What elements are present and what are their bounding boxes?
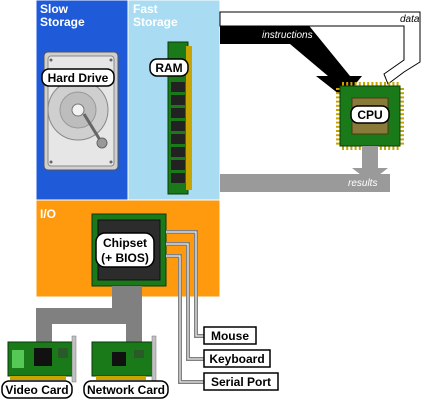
serial-port-label: Serial Port bbox=[211, 375, 271, 389]
cpu-pin bbox=[398, 142, 404, 145]
video-card-label: Video Card bbox=[5, 383, 68, 397]
cpu-pin bbox=[396, 144, 399, 150]
ram-chip bbox=[171, 173, 185, 183]
chipset-pill bbox=[95, 232, 155, 268]
cpu-pin bbox=[336, 100, 342, 103]
cpu-pin bbox=[354, 144, 357, 150]
cpu-pin bbox=[358, 82, 361, 88]
cpu-pin bbox=[392, 82, 395, 88]
cpu-pin bbox=[336, 113, 342, 116]
video-card-pill bbox=[1, 380, 73, 399]
cpu-pin bbox=[398, 125, 404, 128]
cpu-pin bbox=[367, 82, 370, 88]
cpu-pin bbox=[398, 121, 404, 124]
video-card-icon bbox=[7, 335, 77, 383]
ram-chip bbox=[171, 147, 185, 157]
cpu-pin bbox=[336, 92, 342, 95]
hard-drive-pill bbox=[41, 68, 115, 87]
ram-chip bbox=[171, 82, 185, 92]
network-card-icon bbox=[91, 335, 157, 383]
serial-port-box bbox=[203, 372, 279, 391]
cpu-pin bbox=[336, 125, 342, 128]
ram-label: RAM bbox=[155, 61, 182, 75]
cpu-pin bbox=[336, 134, 342, 137]
cpu-pin bbox=[358, 144, 361, 150]
data-label: data bbox=[400, 14, 420, 25]
keyboard-label: Keyboard bbox=[209, 352, 264, 366]
data-arrow bbox=[219, 11, 421, 85]
cpu-pin bbox=[396, 82, 399, 88]
ram-chip bbox=[171, 160, 185, 170]
cpu-pin bbox=[350, 82, 353, 88]
cpu-pin bbox=[384, 144, 386, 150]
cpu-pin bbox=[346, 144, 349, 150]
cpu-pin bbox=[398, 138, 404, 141]
chipset-label-line2: (+ BIOS) bbox=[101, 251, 149, 265]
network-card-label: Network Card bbox=[87, 383, 165, 397]
cpu-pin bbox=[350, 144, 353, 150]
instructions-label: instructions bbox=[262, 30, 313, 41]
cpu-pin bbox=[398, 117, 404, 120]
ram-chip bbox=[171, 108, 185, 118]
cpu-pin bbox=[346, 82, 349, 88]
expansion-bus bbox=[36, 286, 142, 342]
cpu-pin bbox=[379, 144, 382, 150]
cpu-pill bbox=[350, 105, 390, 124]
cpu-pin bbox=[336, 130, 342, 132]
cpu-pin bbox=[336, 96, 342, 99]
chipset-label-line1: Chipset bbox=[103, 236, 147, 250]
cpu-pin bbox=[336, 138, 342, 141]
cpu-pin bbox=[363, 82, 365, 88]
ram-chip bbox=[171, 121, 185, 131]
cpu-pin bbox=[398, 100, 404, 103]
cpu-pin bbox=[354, 82, 357, 88]
cpu-pin bbox=[398, 113, 404, 116]
cpu-pin bbox=[398, 109, 404, 111]
instructions-arrow bbox=[220, 22, 362, 98]
cpu-pin bbox=[379, 82, 382, 88]
results-label: results bbox=[348, 178, 377, 189]
ram-pill bbox=[149, 58, 189, 77]
cpu-pin bbox=[336, 109, 342, 111]
cpu-pin bbox=[398, 134, 404, 137]
ram-chip bbox=[171, 95, 185, 105]
cpu-pin bbox=[371, 82, 374, 88]
mouse-label: Mouse bbox=[211, 329, 249, 343]
cpu-pin bbox=[342, 144, 344, 150]
ram-stick-icon bbox=[167, 41, 192, 195]
ram-chip bbox=[171, 134, 185, 144]
cpu-pin bbox=[398, 92, 404, 95]
mouse-box bbox=[203, 326, 257, 345]
cpu-pin bbox=[342, 82, 344, 88]
keyboard-box bbox=[203, 349, 271, 368]
cpu-pin bbox=[388, 144, 391, 150]
cpu-pin bbox=[392, 144, 395, 150]
cpu-pin bbox=[375, 82, 378, 88]
cpu-pin bbox=[336, 142, 342, 145]
cpu-label: CPU bbox=[357, 108, 382, 122]
hard-drive-label: Hard Drive bbox=[48, 71, 109, 85]
results-arrow bbox=[220, 146, 390, 192]
cpu-pin bbox=[336, 117, 342, 120]
cpu-pin bbox=[336, 88, 342, 90]
io-label: I/O bbox=[40, 207, 56, 221]
cpu-pin bbox=[336, 104, 342, 107]
cpu-pin bbox=[384, 82, 386, 88]
cpu-pin bbox=[336, 121, 342, 124]
cpu-pin bbox=[398, 88, 404, 90]
cpu-pin bbox=[388, 82, 391, 88]
cpu-pin bbox=[398, 130, 404, 132]
cpu-pin bbox=[398, 96, 404, 99]
network-card-pill bbox=[83, 380, 169, 399]
cpu-pin bbox=[398, 104, 404, 107]
